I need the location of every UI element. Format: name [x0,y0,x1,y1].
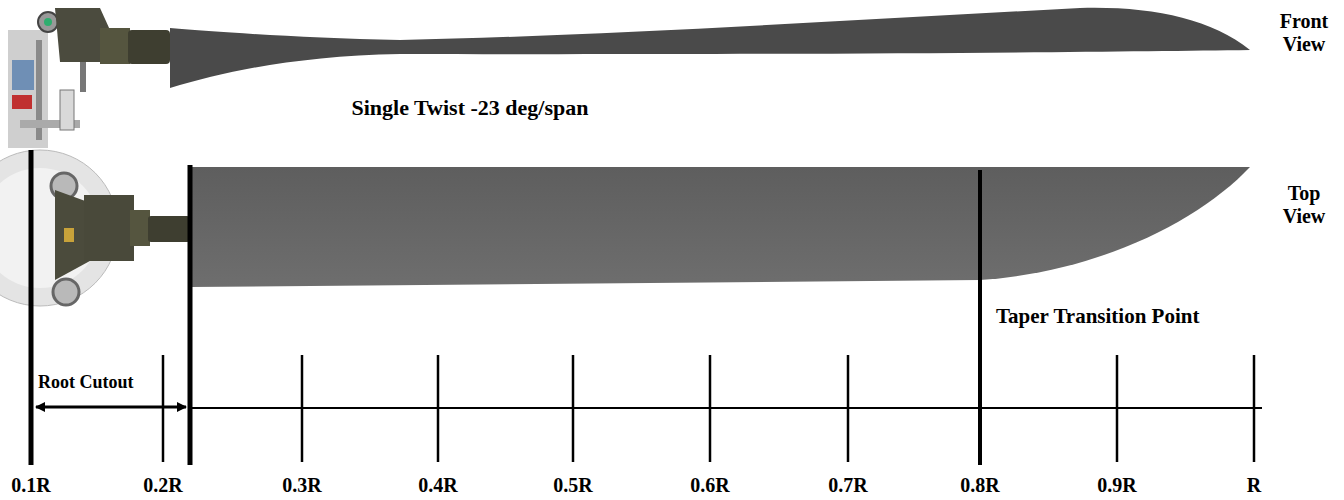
root-cutout-label: Root Cutout [38,372,134,393]
view-label: Top View [1269,182,1339,228]
span-station-label: 0.8R [960,474,999,497]
span-station-label: 0.7R [828,474,867,497]
span-station-label: 0.4R [418,474,457,497]
blade-front [170,8,1250,88]
hub-front [8,8,170,148]
span-axis [31,150,1262,465]
blade-top [190,167,1250,287]
twist-label: Single Twist -23 deg/span [352,95,589,120]
span-station-label: R [1247,474,1261,497]
view-label: Front View [1269,10,1339,56]
taper-label: Taper Transition Point [996,304,1199,328]
span-station-label: 0.6R [690,474,729,497]
span-station-label: 0.2R [143,474,182,497]
span-station-label: 0.5R [553,474,592,497]
span-station-label: 0.1R [11,474,50,497]
span-station-label: 0.9R [1097,474,1136,497]
span-station-label: 0.3R [282,474,321,497]
